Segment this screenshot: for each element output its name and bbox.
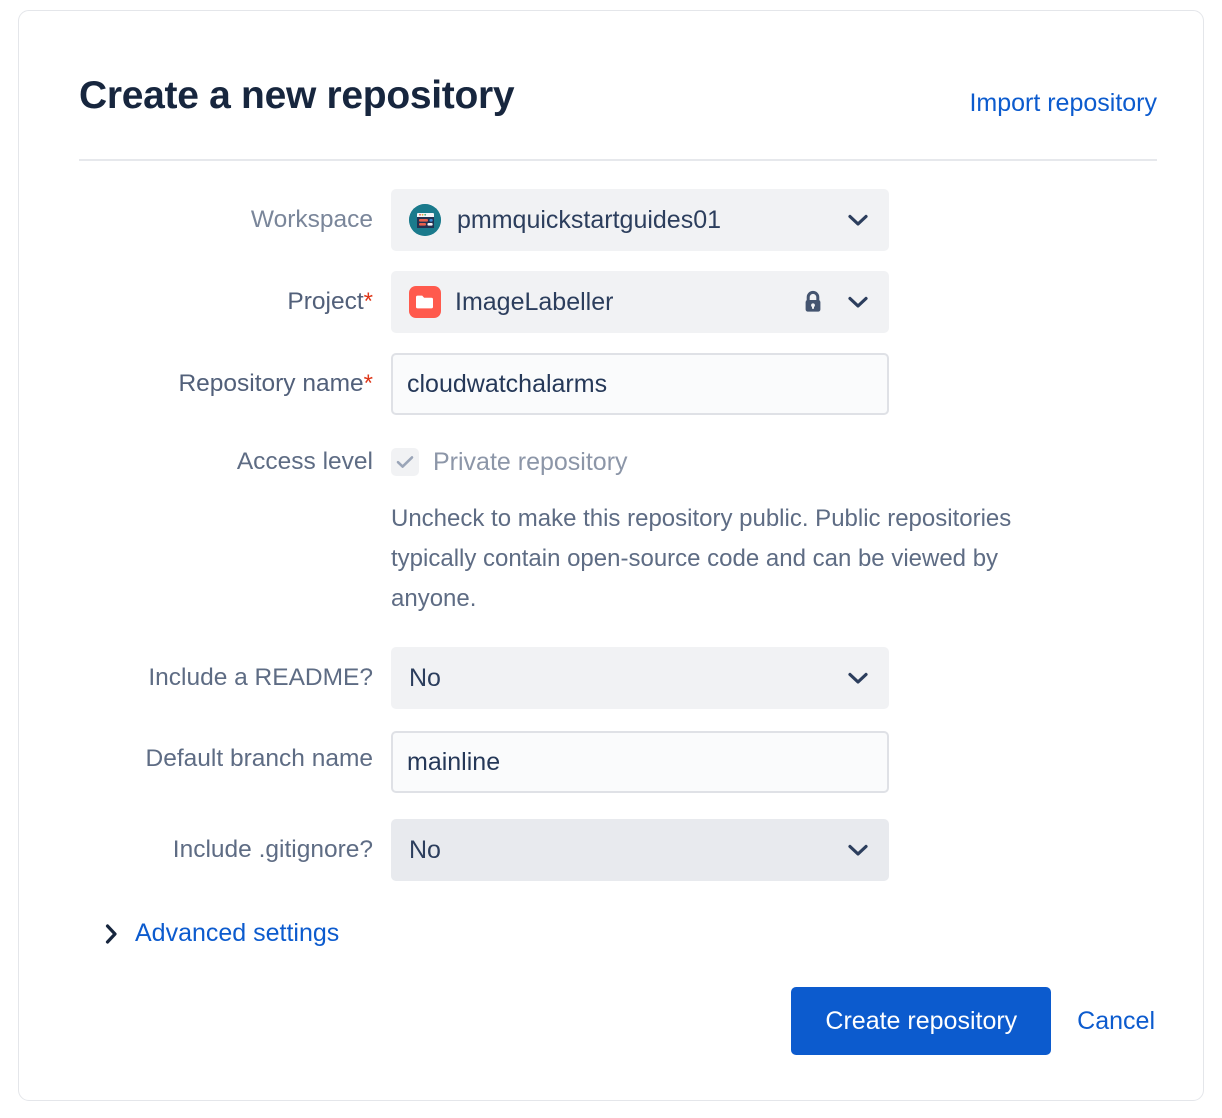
- workspace-avatar-icon: [409, 204, 441, 236]
- page-title: Create a new repository: [79, 74, 515, 117]
- project-label: Project*: [19, 271, 391, 333]
- default-branch-input-wrap[interactable]: [391, 731, 889, 794]
- repository-name-field: [391, 353, 889, 415]
- repository-name-input[interactable]: [407, 369, 873, 399]
- include-readme-value: No: [409, 663, 441, 692]
- create-repository-dialog: Create a new repository Import repositor…: [18, 10, 1204, 1101]
- dialog-header: Create a new repository Import repositor…: [79, 69, 1157, 161]
- form-row-access-level: Access level Private repository Uncheck …: [19, 441, 1203, 619]
- private-repository-checkbox-row[interactable]: Private repository: [391, 441, 1091, 483]
- access-level-label: Access level: [236, 448, 373, 475]
- chevron-right-icon: [101, 923, 121, 945]
- chevron-down-icon: [847, 839, 869, 861]
- include-gitignore-field: No: [391, 819, 889, 882]
- create-repository-button[interactable]: Create repository: [791, 987, 1052, 1055]
- cancel-button[interactable]: Cancel: [1077, 1006, 1155, 1035]
- default-branch-field: [391, 731, 889, 794]
- workspace-field: pmmquickstartguides01: [391, 189, 889, 251]
- form-row-default-branch: Default branch name: [19, 731, 1203, 794]
- lock-icon: [801, 289, 825, 315]
- chevron-down-icon: [847, 667, 869, 689]
- dialog-footer: Create repository Cancel: [791, 987, 1155, 1055]
- form-row-include-readme: Include a README? No: [19, 647, 1203, 710]
- repository-name-input-wrap[interactable]: [391, 353, 889, 415]
- chevron-down-icon: [847, 209, 869, 231]
- default-branch-input[interactable]: [407, 747, 873, 777]
- include-gitignore-value: No: [409, 835, 441, 864]
- create-repository-form: Workspace: [19, 189, 1203, 882]
- repository-name-label: Repository name*: [19, 353, 391, 415]
- workspace-select[interactable]: pmmquickstartguides01: [391, 189, 889, 251]
- default-branch-label: Default branch name: [145, 745, 373, 773]
- repository-name-label-text: Repository name: [178, 370, 364, 397]
- check-icon: [396, 456, 414, 468]
- form-row-project: Project* ImageLabeller: [19, 271, 1203, 333]
- include-readme-label: Include a README?: [148, 664, 373, 692]
- required-marker: *: [363, 288, 373, 315]
- private-repository-label: Private repository: [433, 447, 628, 476]
- advanced-settings-toggle[interactable]: Advanced settings: [101, 919, 339, 948]
- advanced-settings-label: Advanced settings: [135, 919, 340, 947]
- form-row-workspace: Workspace: [19, 189, 1203, 251]
- access-level-field: Private repository Uncheck to make this …: [391, 441, 1091, 619]
- include-gitignore-label: Include .gitignore?: [172, 836, 373, 864]
- access-level-help-text: Uncheck to make this repository public. …: [391, 505, 1012, 613]
- import-repository-link[interactable]: Import repository: [969, 89, 1157, 117]
- private-repository-checkbox: [391, 448, 419, 476]
- chevron-down-icon: [847, 291, 869, 313]
- project-label-text: Project: [287, 288, 364, 315]
- project-value: ImageLabeller: [455, 287, 614, 316]
- include-readme-field: No: [391, 647, 889, 710]
- required-marker: *: [363, 370, 373, 397]
- project-field: ImageLabeller: [391, 271, 889, 333]
- include-gitignore-select[interactable]: No: [391, 819, 889, 882]
- form-row-repository-name: Repository name*: [19, 353, 1203, 415]
- form-row-include-gitignore: Include .gitignore? No: [19, 819, 1203, 882]
- include-readme-select[interactable]: No: [391, 647, 889, 710]
- project-folder-icon: [409, 286, 441, 318]
- workspace-value: pmmquickstartguides01: [457, 205, 722, 234]
- project-select[interactable]: ImageLabeller: [391, 271, 889, 333]
- workspace-label: Workspace: [250, 206, 373, 233]
